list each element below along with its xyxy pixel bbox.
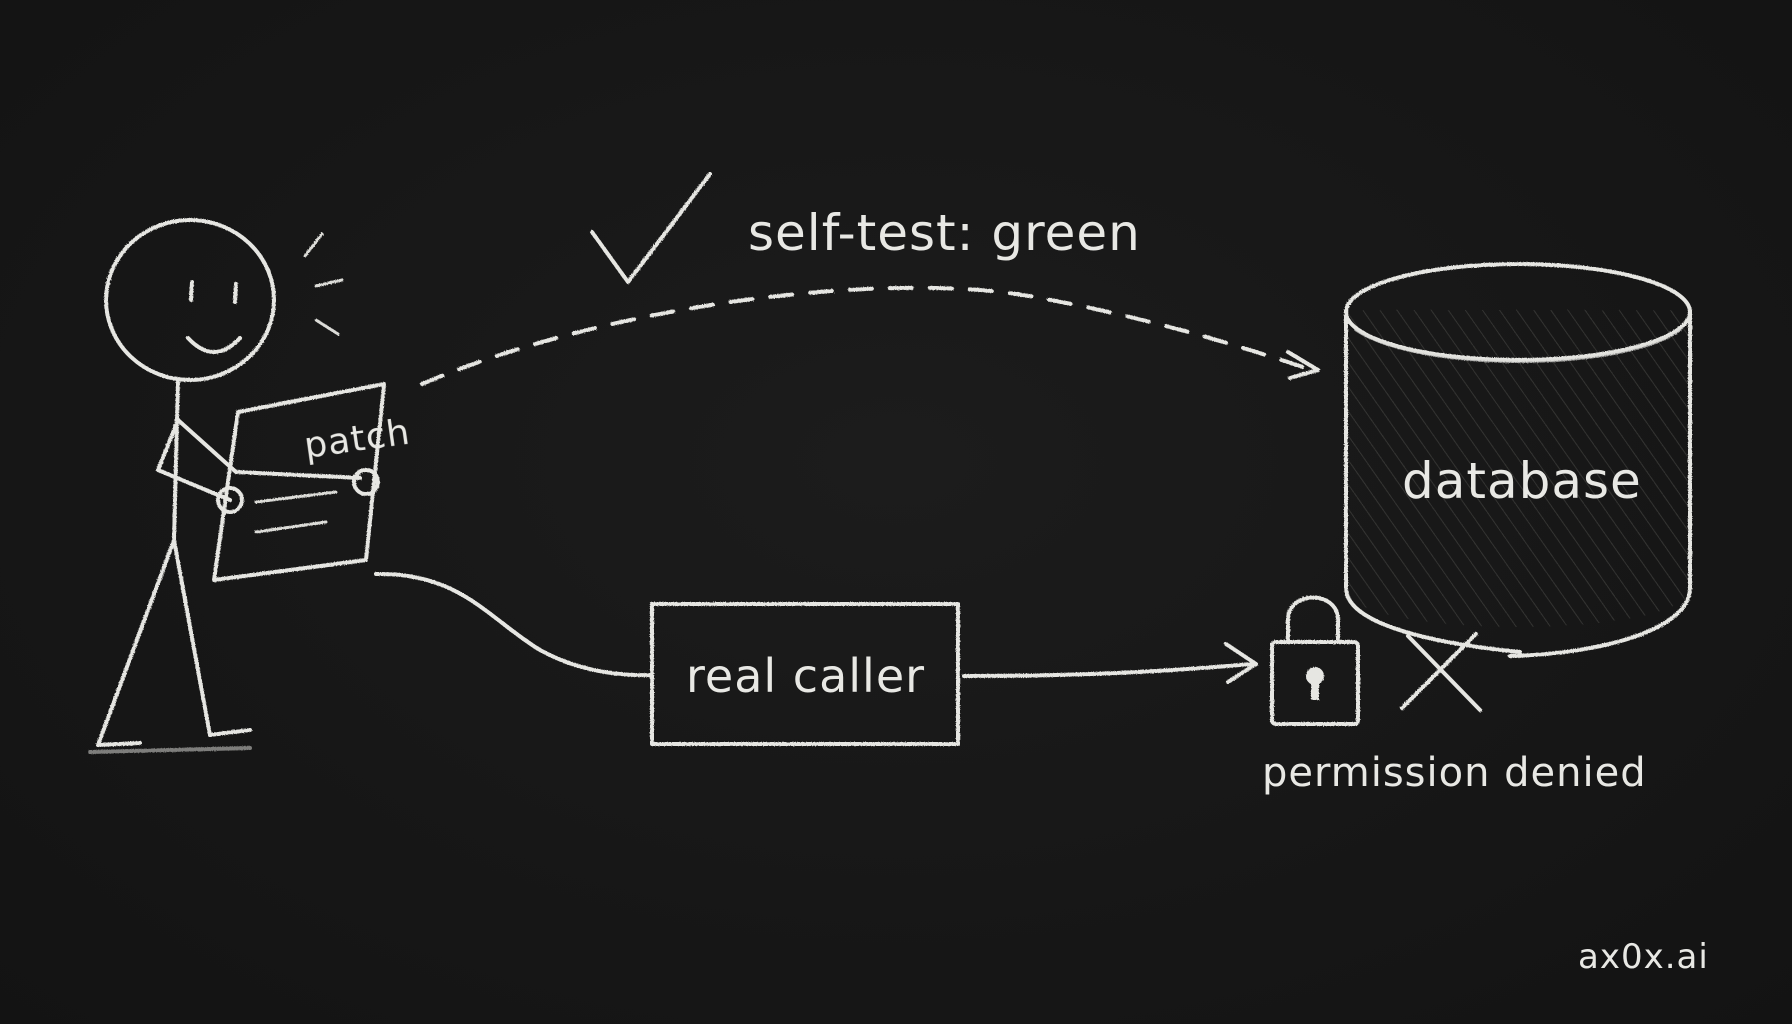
figure-left-arm <box>156 418 232 502</box>
caller-arrow <box>962 662 1254 678</box>
cross-stroke-1 <box>1406 634 1482 712</box>
dashed-path <box>420 285 1314 386</box>
figure-left-foot <box>96 741 142 747</box>
patch-line-2 <box>254 520 328 534</box>
caller-arrowhead <box>1224 642 1258 684</box>
figure-right-eye <box>233 282 238 304</box>
padlock-keyhole-slot <box>1311 680 1319 700</box>
cylinder-right-wall <box>1508 308 1692 658</box>
patch-sheet <box>212 382 386 582</box>
stick-figure <box>88 218 362 754</box>
figure-head <box>104 218 276 382</box>
figure-left-leg <box>96 538 176 747</box>
caller-connector <box>374 571 654 678</box>
excitement-mark-2 <box>314 278 344 288</box>
dashed-arrowhead <box>1286 350 1320 380</box>
database-cylinder <box>1344 262 1692 658</box>
real-caller-label: real caller <box>686 649 925 703</box>
cylinder-left-wall <box>1344 308 1522 654</box>
padlock-body <box>1270 640 1360 726</box>
cylinder-shading <box>1346 310 1690 627</box>
self-test-arrow <box>420 285 1320 386</box>
patch-document <box>212 382 386 582</box>
padlock-icon <box>1270 595 1360 726</box>
padlock-shackle <box>1286 595 1340 644</box>
figure-body <box>172 378 180 542</box>
cross-x-icon <box>1400 632 1482 712</box>
cross-stroke-2 <box>1400 632 1478 710</box>
cylinder-top-shade <box>1354 328 1682 363</box>
permission-denied-label: permission denied <box>1262 750 1647 796</box>
patch-line-1 <box>254 490 338 504</box>
figure-left-eye <box>189 280 194 302</box>
database-label: database <box>1402 452 1642 510</box>
watermark-label: ax0x.ai <box>1578 937 1709 977</box>
ground-line <box>88 746 252 754</box>
figure-right-arm <box>176 418 362 480</box>
check-mark-icon <box>590 172 712 284</box>
figure-smile <box>186 336 242 354</box>
excitement-mark-1 <box>303 232 324 258</box>
real-caller-box <box>650 602 960 746</box>
self-test-label: self-test: green <box>748 204 1141 262</box>
figure-right-leg <box>172 538 212 737</box>
patch-label: patch <box>302 411 413 466</box>
figure-left-hand <box>216 486 244 514</box>
figure-right-foot <box>208 728 252 737</box>
padlock-keyhole <box>1306 667 1324 685</box>
excitement-mark-3 <box>314 318 340 336</box>
figure-right-hand <box>352 468 380 496</box>
